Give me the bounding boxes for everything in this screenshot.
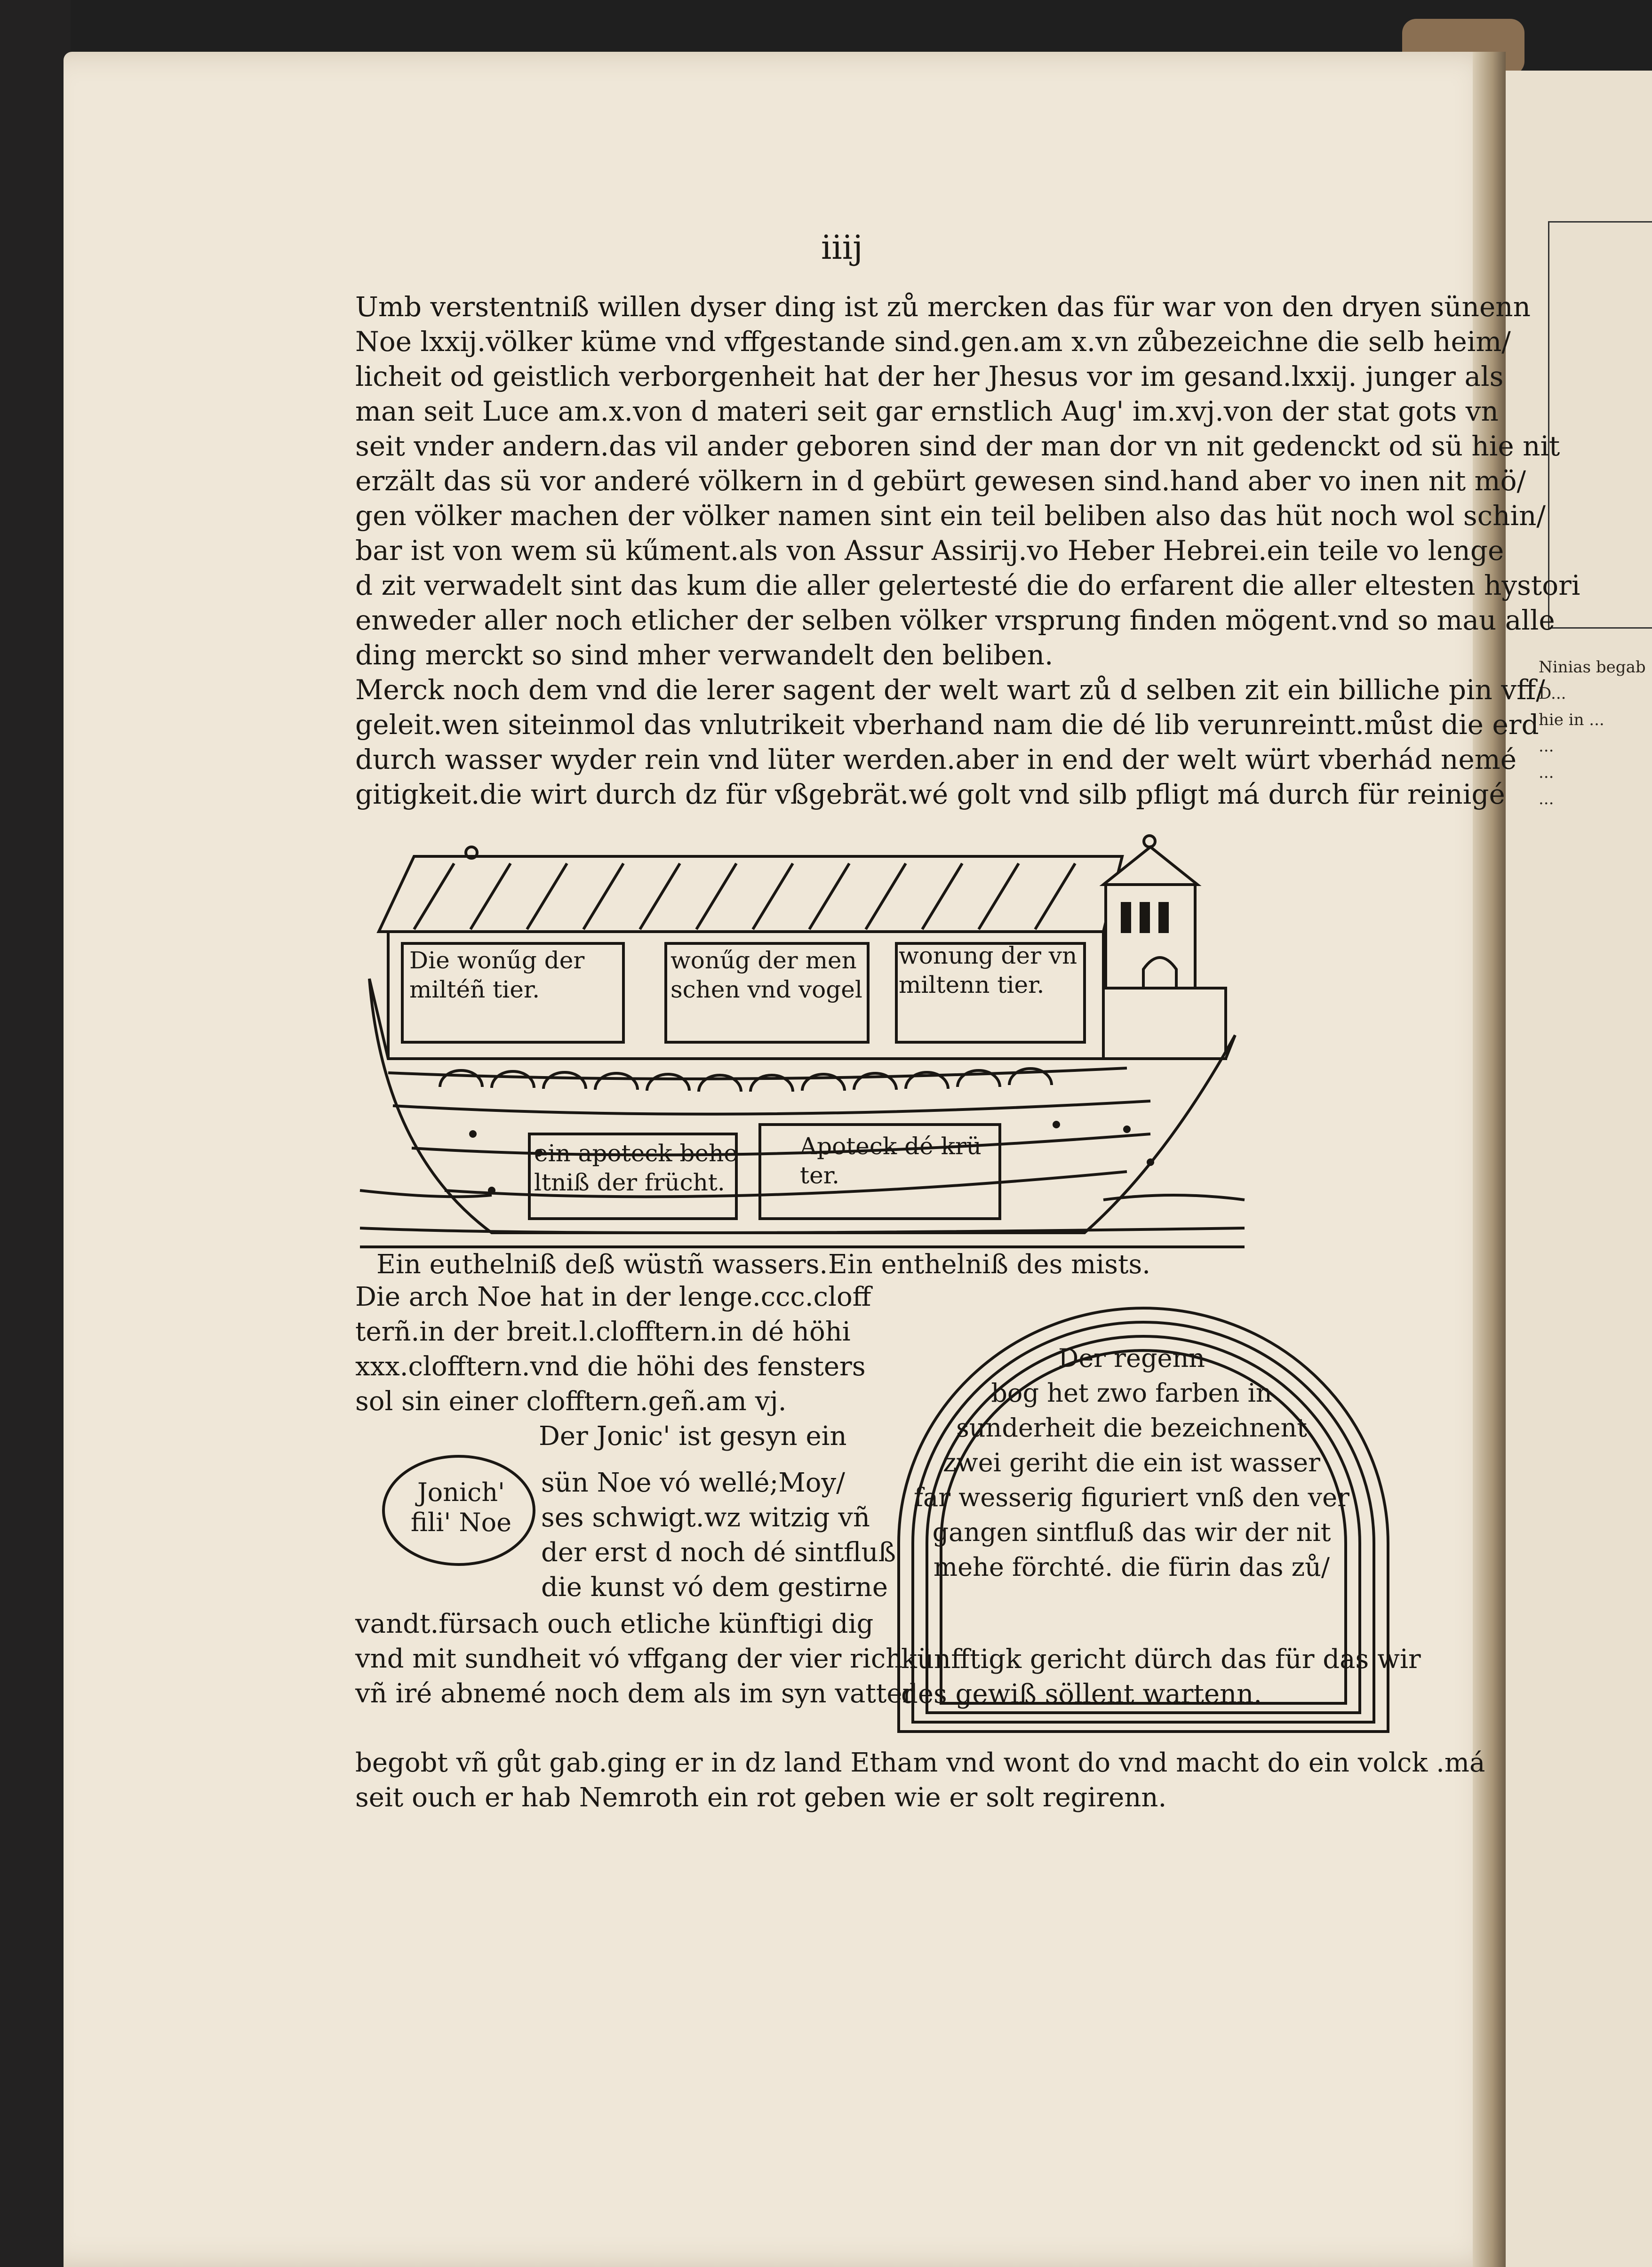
folio-number: iiij <box>821 228 863 267</box>
text-line: bog het zwo farben in <box>991 1378 1272 1408</box>
text-line: Die arch Noe hat in der lenge.ccc.cloff <box>355 1282 871 1312</box>
facing-line: ... <box>1539 763 1554 782</box>
ark-label-line: ein apoteck behe <box>534 1140 738 1167</box>
text-line: gangen sintfluß das wir der nit <box>932 1517 1331 1547</box>
facing-line: ... <box>1539 737 1554 756</box>
ark-label-tame-animals: wonung der vn miltenn tier. <box>899 941 1077 999</box>
text-line: bar ist von wem sü kűment.als von Assur … <box>355 535 1504 567</box>
text-line: enweder aller noch etlicher der selben v… <box>355 604 1555 636</box>
text-line: Noe lxxij.völker küme vnd vffgestande si… <box>355 326 1511 358</box>
jonich-continuation: vandt.fürsach ouch etliche künftigi dig … <box>355 1607 915 1711</box>
text-line: xxx.clofftern.vnd die höhi des fensters <box>355 1351 866 1382</box>
ark-label-line: Apoteck dé krü <box>800 1133 982 1160</box>
text-line: sün Noe vó wellé;Moy/ <box>541 1468 845 1498</box>
ark-label-line: schen vnd vogel <box>670 976 862 1003</box>
ark-label-line: ltniß der frücht. <box>534 1169 725 1196</box>
caption-dung: Ein enthelniß des mists. <box>828 1249 1150 1280</box>
jonich-medallion <box>382 1455 535 1566</box>
rainbow-woodcut <box>897 1307 1389 1733</box>
text-line: vandt.fürsach ouch etliche künftigi dig <box>355 1609 874 1639</box>
text-line: ses schwigt.wz witzig vñ <box>541 1502 870 1533</box>
facing-page-woodcut-frame <box>1548 221 1652 629</box>
noahs-ark-woodcut <box>359 834 1245 1248</box>
text-line: sol sin einer clofftern.geñ.am vj. <box>355 1386 787 1417</box>
medallion-line: Jonich' <box>417 1477 505 1507</box>
ark-label-people-birds: wonűg der men schen vnd vogel <box>670 946 862 1004</box>
ark-label-line: ter. <box>800 1162 839 1189</box>
jonich-medallion-label: Jonich' fili' Noe <box>405 1477 518 1538</box>
text-line: Umb verstentniß willen dyser ding ist zů… <box>355 291 1531 323</box>
text-line: die kunst vó dem gestirne <box>541 1572 888 1603</box>
text-line: des gewiß söllent wartenn. <box>901 1679 1262 1709</box>
text-line: Der Jonic' ist gesyn ein <box>539 1421 847 1452</box>
text-line: der erst d noch dé sintfluß <box>541 1537 896 1568</box>
caption-water: Ein euthelniß deß wüstñ wassers. <box>376 1249 828 1280</box>
facing-line: Ninias begab <box>1539 658 1646 677</box>
ark-label-fruit-store: ein apoteck behe ltniß der frücht. <box>534 1139 738 1197</box>
facing-page-text: Ninias begab D... hie in ... ... ... ... <box>1539 654 1646 812</box>
ark-label-herb-store: Apoteck dé krü ter. <box>800 1132 982 1190</box>
text-line: begobt vñ gůt gab.ging er in dz land Eth… <box>355 1748 1485 1778</box>
ark-label-line: wonűg der men <box>670 947 857 974</box>
text-line: far wesserig figuriert vnß den ver <box>914 1483 1349 1512</box>
jonich-text: sün Noe vó wellé;Moy/ ses schwigt.wz wit… <box>541 1466 896 1605</box>
text-line: terñ.in der breit.l.clofftern.in dé höhi <box>355 1317 851 1347</box>
text-line: durch wasser wyder rein vnd lüter werden… <box>355 743 1517 775</box>
main-text-block: Umb verstentniß willen dyser ding ist zů… <box>355 289 1580 812</box>
rainbow-continuation: künfftigk gericht dürch das für das wir … <box>901 1642 1421 1712</box>
facing-page <box>1506 71 1652 2267</box>
facing-line: D... <box>1539 684 1566 703</box>
text-line: erzält das sü vor anderé völkern in d ge… <box>355 465 1526 497</box>
medallion-line: fili' Noe <box>410 1508 512 1537</box>
text-line: gitigkeit.die wirt durch dz für vßgebrät… <box>355 778 1505 810</box>
ark-label-line: miltenn tier. <box>899 971 1045 998</box>
ark-label-line: Die wonűg der <box>409 947 585 974</box>
facing-line: ... <box>1539 790 1554 808</box>
text-line: vnd mit sundheit vó vffgang der vier ric… <box>355 1644 903 1674</box>
text-line: Der regenn <box>1058 1343 1205 1373</box>
text-line: Merck noch dem vnd die lerer sagent der … <box>355 674 1545 706</box>
ark-label-line: wonung der vn <box>899 942 1077 969</box>
text-line: ding merckt so sind mher verwandelt den … <box>355 639 1053 671</box>
closing-text: begobt vñ gůt gab.ging er in dz land Eth… <box>355 1746 1485 1815</box>
text-line: d zit verwadelt sint das kum die aller g… <box>355 569 1580 601</box>
text-line: vñ iré abnemé noch dem als im syn vatter <box>355 1678 915 1709</box>
rainbow-text: Der regenn bog het zwo farben in sunderh… <box>901 1341 1362 1585</box>
text-line: gen völker machen der völker namen sint … <box>355 500 1546 532</box>
page-gutter <box>1473 52 1506 2267</box>
ark-label-wild-animals: Die wonűg der miltéñ tier. <box>409 946 584 1004</box>
dark-background <box>0 0 71 2267</box>
ark-description: Die arch Noe hat in der lenge.ccc.cloff … <box>355 1280 873 1454</box>
text-line: zwei geriht die ein ist wasser <box>943 1448 1320 1477</box>
text-line: geleit.wen siteinmol das vnlutrikeit vbe… <box>355 709 1539 741</box>
text-line: seit ouch er hab Nemroth ein rot geben w… <box>355 1782 1167 1813</box>
text-line: künfftigk gericht dürch das für das wir <box>901 1644 1421 1675</box>
facing-line: hie in ... <box>1539 710 1604 729</box>
text-line: licheit od geistlich verborgenheit hat d… <box>355 360 1504 392</box>
text-line: sunderheit die bezeichnent <box>956 1413 1307 1443</box>
text-line: man seit Luce am.x.von d materi seit gar… <box>355 395 1499 427</box>
text-line: mehe förchté. die fürin das zů/ <box>933 1552 1330 1582</box>
ark-label-line: miltéñ tier. <box>409 976 540 1003</box>
text-line: seit vnder andern.das vil ander geboren … <box>355 430 1560 462</box>
